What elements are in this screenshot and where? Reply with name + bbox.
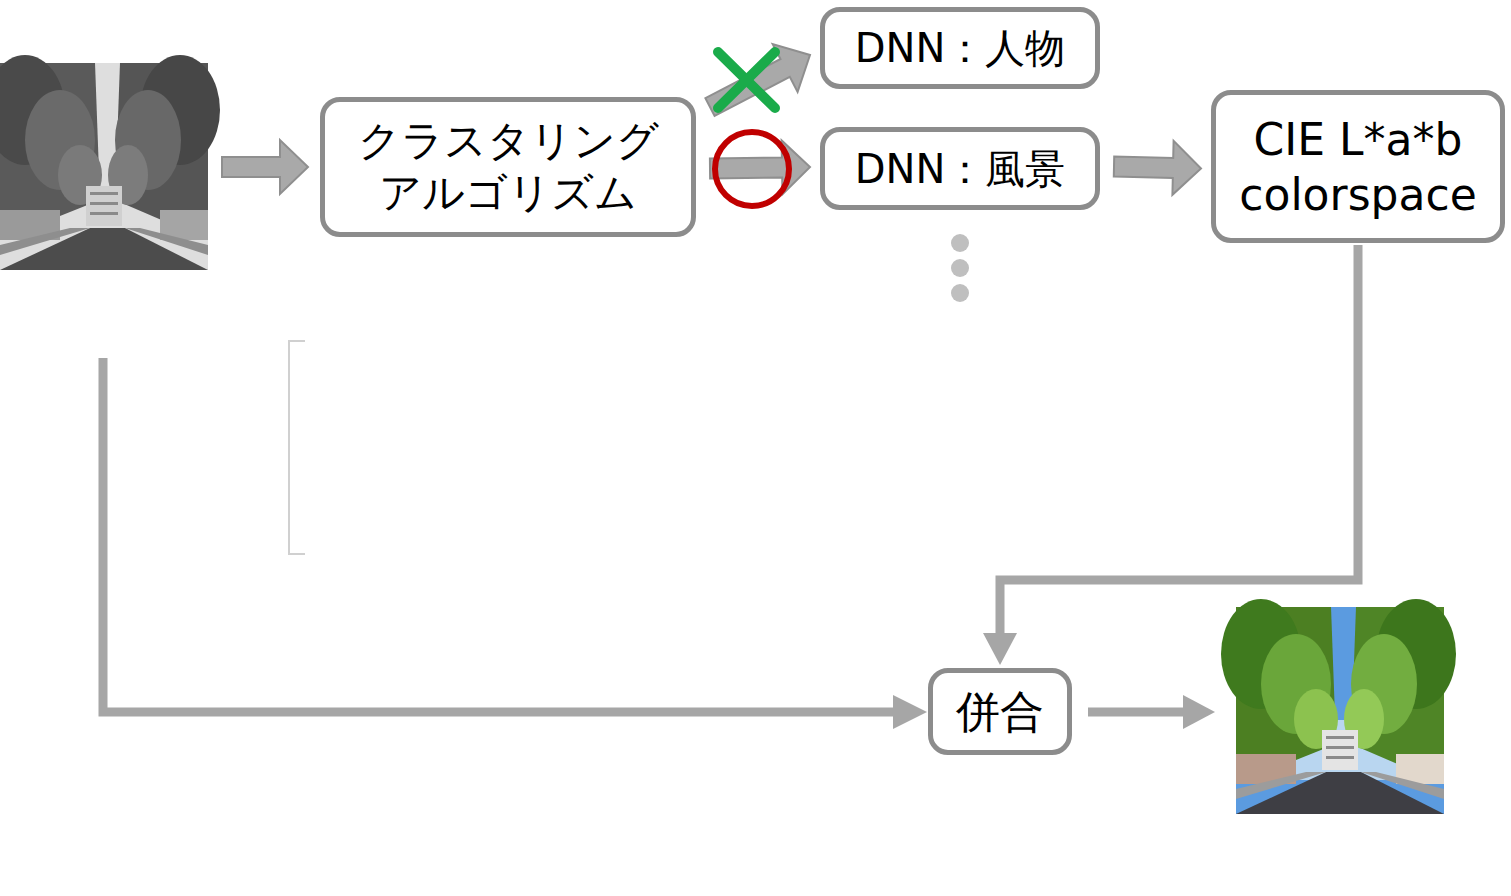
process-box: クラスタリング アルゴリズム xyxy=(320,97,696,237)
block-arrow xyxy=(705,44,810,116)
process-box: 併合 xyxy=(928,668,1072,755)
arrowhead xyxy=(983,633,1017,665)
bypass-line xyxy=(103,358,895,712)
ellipsis-dot xyxy=(951,284,969,302)
block-arrow xyxy=(1114,141,1201,195)
connector-line xyxy=(1000,245,1358,635)
process-box: DNN：風景 xyxy=(820,127,1100,210)
connector-arrow xyxy=(983,245,1358,665)
output-line xyxy=(1088,708,1185,717)
process-box: DNN：人物 xyxy=(820,7,1100,89)
accepted-circle xyxy=(715,132,789,206)
block-arrow xyxy=(710,140,810,194)
connector-arrow xyxy=(705,44,810,116)
ellipsis-dot xyxy=(951,259,969,277)
box-label: クラスタリング アルゴリズム xyxy=(338,115,678,220)
arrowhead xyxy=(893,695,927,729)
box-label: DNN：人物 xyxy=(855,23,1066,73)
block-arrow xyxy=(222,140,308,194)
box-label: CIE L*a*b colorspace xyxy=(1229,112,1487,222)
connector-arrow xyxy=(710,140,810,194)
arrowhead xyxy=(1183,695,1215,729)
box-label: DNN：風景 xyxy=(855,144,1066,194)
rejected-cross xyxy=(718,52,775,108)
ellipsis-dot xyxy=(951,234,969,252)
bracket xyxy=(289,341,305,554)
box-label: 併合 xyxy=(956,684,1044,739)
process-box: CIE L*a*b colorspace xyxy=(1211,90,1505,243)
connector-arrow xyxy=(1114,141,1201,195)
input-photo xyxy=(0,55,220,270)
output-photo xyxy=(1221,599,1456,814)
